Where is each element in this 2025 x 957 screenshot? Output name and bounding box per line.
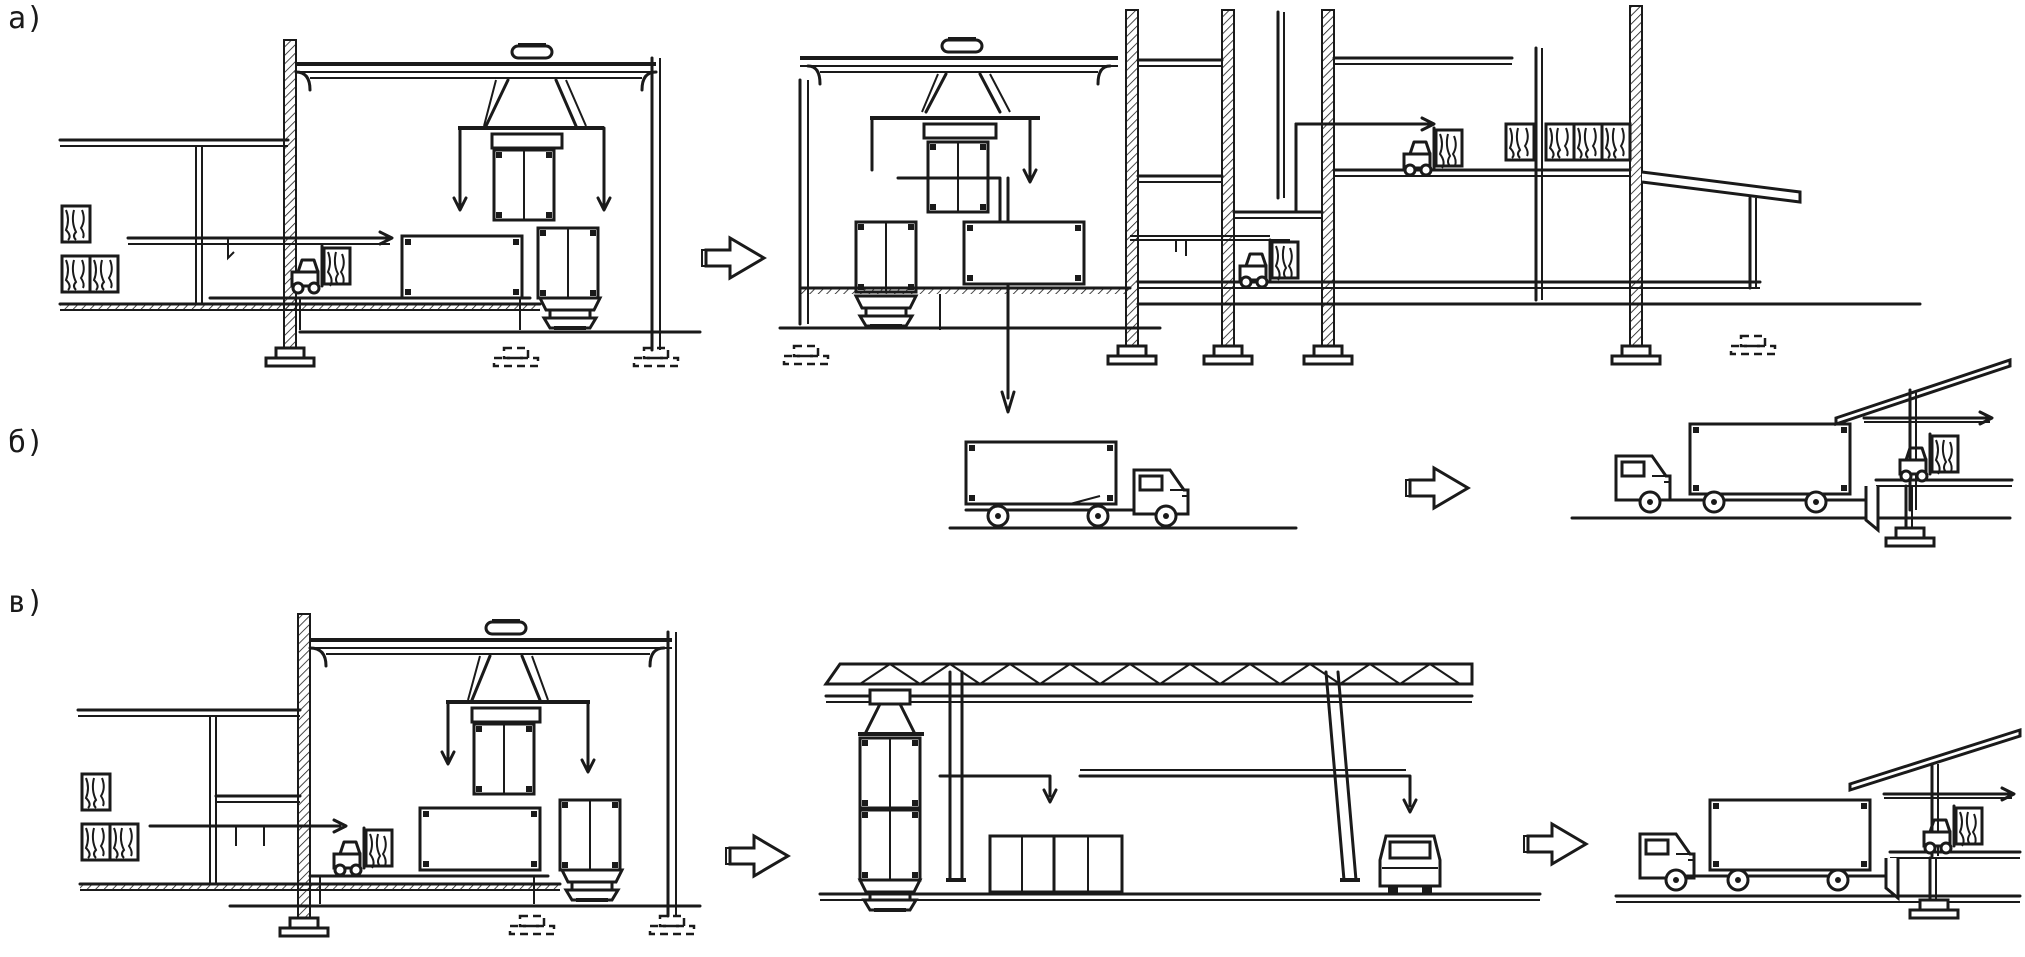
forklift-icon [290, 244, 352, 295]
process-arrow-icon [1522, 822, 1588, 866]
process-arrow-icon [724, 834, 790, 878]
row-b-panel-2 [1570, 357, 2014, 548]
goods-stack-icon [60, 204, 92, 244]
row-label-b: б) [8, 425, 44, 460]
process-arrow-icon [1404, 466, 1470, 510]
row-v-panel-2 [818, 662, 1542, 912]
row-v-panel-3 [1614, 727, 2022, 920]
process-arrow-icon [700, 236, 766, 280]
row-label-a: а) [8, 1, 44, 36]
row-b-panel-1 [948, 440, 1298, 530]
row-a-panel-1 [58, 39, 702, 368]
container-icon [492, 148, 556, 222]
gantry-crane-icon [510, 42, 554, 60]
row-label-v: в) [8, 585, 44, 620]
row-v-panel-1 [76, 613, 702, 938]
row-a-panel-2 [778, 5, 1922, 414]
